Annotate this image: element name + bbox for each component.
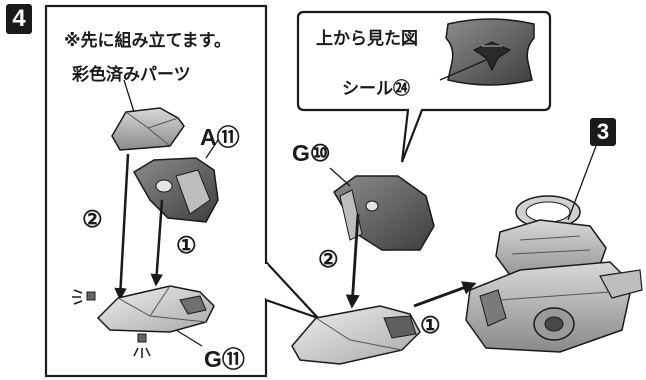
- top-view-part: [445, 18, 535, 86]
- combined-part: [291, 305, 421, 365]
- a11-leader-line: [205, 139, 219, 159]
- sticker-leader-line: [439, 59, 487, 81]
- painted-leader-line: [123, 79, 135, 113]
- arrow-left-second: [114, 153, 130, 301]
- order-mark-left-first: ①: [176, 232, 197, 258]
- part-g11: [96, 285, 215, 333]
- top-view-label: 上から見た図: [316, 29, 418, 49]
- order-mark-right-second: ②: [318, 246, 339, 272]
- part-label-g11: G⑪: [204, 346, 245, 372]
- sticker-emblem: [472, 41, 512, 72]
- arrow-left-first: [150, 199, 164, 287]
- g11-leader-line: [175, 329, 203, 347]
- order-mark-left-second: ②: [82, 206, 103, 232]
- reference-step-badge: 3: [590, 118, 616, 146]
- main-body-assembly: [465, 195, 643, 353]
- reference-leader-line: [567, 145, 597, 221]
- part-a11: [132, 157, 219, 223]
- arrow-right-first: [413, 281, 477, 308]
- arrow-center-second: [345, 213, 360, 309]
- preassembly-note: ※先に組み立てます。: [64, 31, 231, 51]
- panel-pointer: [265, 261, 319, 320]
- painted-part: [111, 107, 185, 151]
- part-label-g10: G⑩: [292, 140, 331, 166]
- sticker-label: シール㉔: [342, 79, 410, 99]
- part-label-a11: A⑪: [200, 124, 240, 150]
- step-number-badge: 4: [6, 4, 32, 34]
- peg-icon-lower: [133, 333, 151, 358]
- peg-icon-upper: [72, 289, 96, 305]
- g10-leader-line: [329, 167, 351, 187]
- part-g10: [333, 175, 435, 251]
- painted-parts-label: 彩色済みパーツ: [72, 65, 191, 85]
- order-mark-right-first: ①: [420, 312, 441, 338]
